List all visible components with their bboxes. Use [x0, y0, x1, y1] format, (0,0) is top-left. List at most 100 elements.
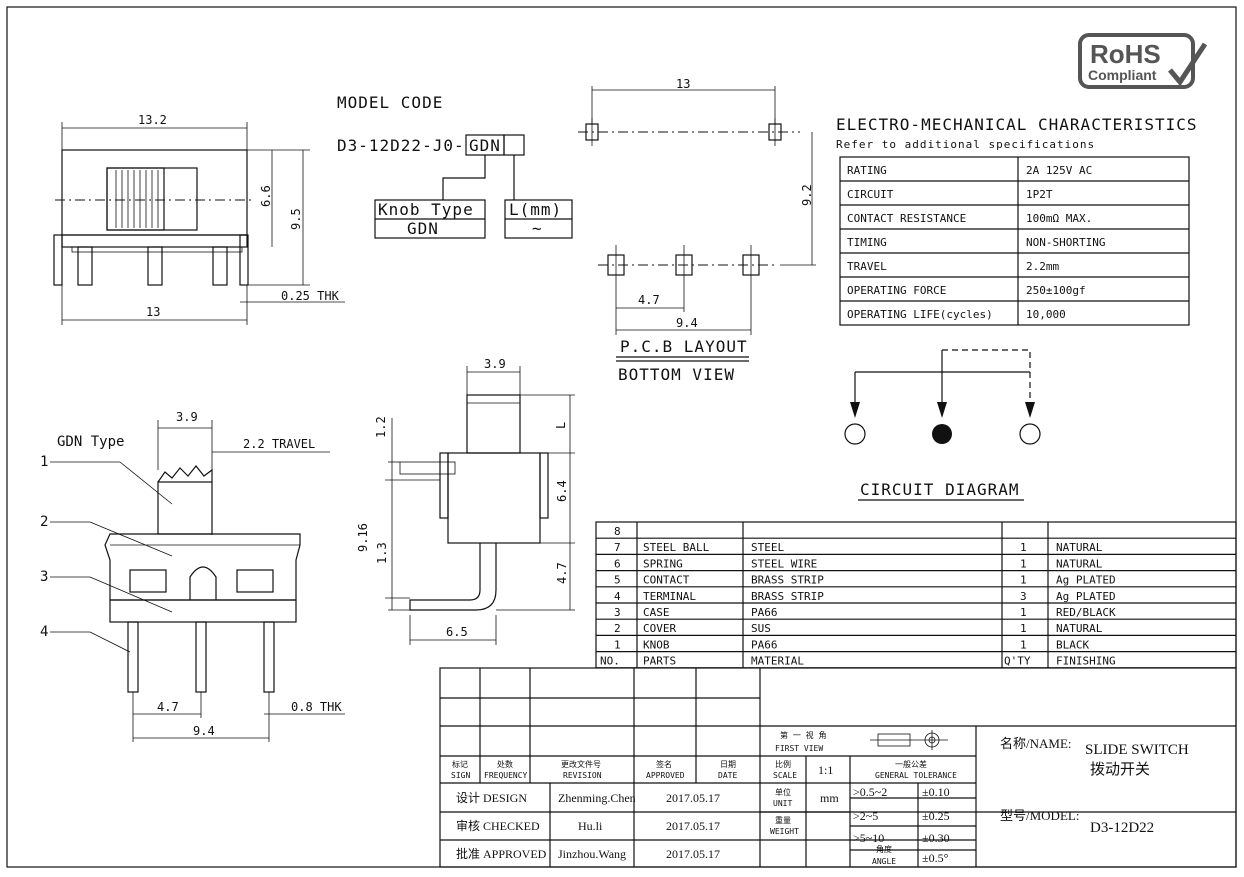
bom-cell-qty: 1	[1020, 574, 1027, 587]
hdr-appr-cn: 签名	[656, 759, 672, 769]
electro-heading: ELECTRO-MECHANICAL CHARACTERISTICS	[836, 115, 1198, 134]
side-view: GDN Type 3.9 2.2 TRAVEL 1 2 3 4 4.7 9.4	[40, 410, 345, 742]
front-dim-bottom: 13	[146, 305, 160, 319]
unit-en: UNIT	[773, 799, 792, 808]
bom-cell-finish: BLACK	[1056, 638, 1089, 651]
bom-cell-material: PA66	[751, 638, 778, 651]
bom-cell-finish: NATURAL	[1056, 557, 1103, 570]
bom-cell-part: STEEL BALL	[643, 541, 710, 554]
tol-range-1: >2~5	[853, 809, 878, 823]
bom-cell-no: 2	[614, 622, 621, 635]
name-label: 名称/NAME:	[1000, 736, 1072, 751]
profile-dim-13: 1.3	[375, 542, 389, 564]
hdr-rev-cn: 更改文件号	[561, 759, 601, 769]
knob-type-value: GDN	[407, 219, 439, 238]
terminal-circle	[844, 423, 866, 445]
bom-cell-finish: NATURAL	[1056, 622, 1103, 635]
side-travel: 2.2 TRAVEL	[243, 437, 315, 451]
model-value: D3-12D22	[1090, 820, 1154, 836]
first-angle-projection-icon	[870, 730, 948, 750]
length-label: L(mm)	[509, 200, 562, 219]
model-code-section: MODEL CODE D3-12D22-J0- GDN Knob Type GD…	[337, 93, 573, 239]
sig-name-1: Hu.li	[578, 819, 603, 833]
side-dim-width: 3.9	[176, 410, 198, 424]
weight-en: WEIGHT	[770, 827, 799, 836]
bom-cell-finish: Ag PLATED	[1056, 590, 1116, 603]
pcb-dim-right: 9.2	[800, 184, 814, 206]
scale-cn: 比例	[775, 759, 791, 769]
profile-view: 3.9 L 6.4 4.7 1.2 9.16 1.3 6.5	[356, 357, 575, 645]
length-value: ~	[532, 219, 543, 238]
tol-value-0: ±0.10	[922, 785, 950, 799]
title-block: 标记 SIGN 处数 FREQUENCY 更改文件号 REVISION 签名 A…	[439, 667, 1237, 868]
bom-cell-no: 7	[614, 541, 621, 554]
rohs-compliant-text: Compliant	[1088, 67, 1157, 83]
sig-name-0: Zhenming.Chen	[558, 791, 636, 805]
sig-date-1: 2017.05.17	[666, 819, 720, 833]
callout-3: 3	[40, 569, 48, 585]
model-code-prefix: D3-12D22-J0-	[337, 136, 465, 155]
electro-key: OPERATING LIFE(cycles)	[847, 308, 993, 321]
profile-dim-65: 6.5	[446, 625, 468, 639]
weight-cn: 重量	[775, 815, 791, 825]
side-dim-pitch: 4.7	[157, 700, 179, 714]
callout-2: 2	[40, 514, 48, 530]
front-thk: 0.25 THK	[281, 289, 340, 303]
bom-cell-part: PARTS	[643, 655, 676, 668]
bom-cell-material: BRASS STRIP	[751, 574, 824, 587]
electro-value: 2.2mm	[1026, 260, 1059, 273]
bom-cell-no: NO.	[600, 655, 620, 668]
pcb-subtitle: BOTTOM VIEW	[618, 365, 735, 384]
profile-dim-64: 6.4	[555, 480, 569, 502]
side-dim-span: 9.4	[193, 724, 215, 738]
rohs-logo: RoHS Compliant	[1078, 33, 1208, 89]
profile-dim-l: L	[554, 422, 568, 429]
tol-value-2: ±0.30	[922, 831, 950, 845]
callout-1: 1	[40, 454, 48, 470]
pcb-layout: 13 9.2 4.7 9.4 P.C.B LAYOUT BOTTOM VIEW	[578, 77, 816, 384]
pcb-dim-pitch: 4.7	[638, 293, 660, 307]
profile-dim-12: 1.2	[374, 416, 388, 438]
bom-cell-qty: 1	[1020, 557, 1027, 570]
electro-value: 10,000	[1026, 308, 1066, 321]
side-thk: 0.8 THK	[291, 700, 342, 714]
bom-cell-qty: 1	[1020, 638, 1027, 651]
circuit-diagram: CIRCUIT DIAGRAM	[844, 349, 1041, 501]
bom-cell-part: CONTACT	[643, 574, 690, 587]
profile-dim-top: 3.9	[484, 357, 506, 371]
bom-cell-part: CASE	[643, 606, 670, 619]
front-dim-top: 13.2	[138, 113, 167, 127]
hdr-freq-en: FREQUENCY	[484, 771, 528, 780]
bom-cell-finish: NATURAL	[1056, 541, 1103, 554]
unit-value: mm	[820, 791, 839, 805]
hdr-sign-en: SIGN	[451, 771, 470, 780]
tol-range-2: >5~10	[853, 831, 884, 845]
bom-cell-qty: 1	[1020, 622, 1027, 635]
model-code-box1: GDN	[469, 136, 501, 155]
electro-key: RATING	[847, 164, 887, 177]
bom-cell-no: 4	[614, 590, 621, 603]
profile-dim-47: 4.7	[555, 562, 569, 584]
front-dim-66: 6.6	[259, 185, 273, 207]
electro-value: 2A 125V AC	[1026, 164, 1092, 177]
tol-range-0: >0.5~2	[853, 785, 887, 799]
sig-role-0: 设计 DESIGN	[456, 791, 527, 805]
gdn-type-label: GDN Type	[57, 434, 124, 450]
electro-section: ELECTRO-MECHANICAL CHARACTERISTICS Refer…	[836, 115, 1198, 326]
knob-type-label: Knob Type	[378, 200, 474, 219]
first-view-en: FIRST VIEW	[775, 744, 823, 753]
rohs-text: RoHS	[1090, 39, 1161, 69]
bom-cell-qty: 1	[1020, 541, 1027, 554]
bom-cell-material: STEEL	[751, 541, 784, 554]
bom-cell-part: KNOB	[643, 638, 670, 651]
bom-cell-material: BRASS STRIP	[751, 590, 824, 603]
angle-en: ANGLE	[872, 857, 896, 866]
bom-cell-material: PA66	[751, 606, 778, 619]
callout-4: 4	[40, 624, 48, 640]
sig-date-0: 2017.05.17	[666, 791, 720, 805]
sig-role-2: 批准 APPROVED	[456, 846, 547, 861]
electro-sub: Refer to additional specifications	[836, 138, 1095, 151]
